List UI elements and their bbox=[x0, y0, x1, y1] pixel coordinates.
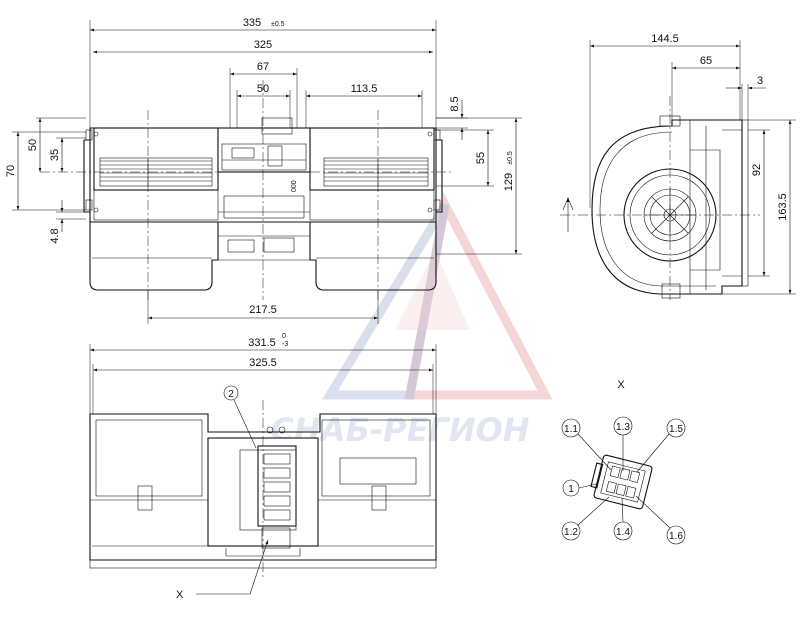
dim-8-5: 8.5 bbox=[449, 96, 461, 111]
pin-callout-1-2: 1.2 bbox=[561, 496, 610, 541]
front-view: 000 bbox=[40, 80, 452, 300]
front-view-dimensions: 335 ±0.5 325 67 50 113.5 8.5 55 1 bbox=[5, 17, 522, 324]
dim-331-5-tol-dn: -3 bbox=[282, 341, 288, 348]
pin-callout-1-5: 1.5 bbox=[636, 418, 686, 473]
dim-113-5: 113.5 bbox=[351, 83, 378, 95]
dim-70: 70 bbox=[5, 165, 17, 177]
connector-detail-x: X 1.1 1.3 1.5 bbox=[561, 379, 686, 545]
svg-text:1.2: 1.2 bbox=[564, 527, 578, 538]
dim-129: 129 bbox=[503, 173, 515, 191]
motor-ribs bbox=[263, 453, 291, 521]
pin-callout-1-3: 1.3 bbox=[613, 416, 633, 471]
pin-callout-1-6: 1.6 bbox=[635, 495, 686, 545]
pin-callout-1-1: 1.1 bbox=[561, 418, 612, 471]
dim-50-left: 50 bbox=[27, 139, 39, 151]
dim-335: 335 bbox=[243, 17, 261, 29]
watermark-logo: СНАБ-РЕГИОН bbox=[270, 191, 553, 449]
dim-3: 3 bbox=[757, 75, 763, 87]
dim-55: 55 bbox=[475, 152, 487, 164]
svg-text:1: 1 bbox=[568, 484, 574, 495]
dim-4-8: 4.8 bbox=[49, 228, 61, 243]
dim-129-tol: ±0.5 bbox=[507, 151, 514, 165]
dim-331-5: 331.5 bbox=[248, 337, 276, 349]
dim-163-5: 163.5 bbox=[777, 193, 789, 221]
view-x-label: X bbox=[176, 589, 184, 601]
dim-50: 50 bbox=[257, 83, 269, 95]
connector-view-title: X bbox=[617, 379, 625, 391]
dim-67: 67 bbox=[257, 61, 269, 73]
dim-325-5: 325.5 bbox=[249, 357, 277, 369]
side-view-dimensions: 144.5 65 3 92 163.5 bbox=[589, 33, 796, 295]
svg-text:1.1: 1.1 bbox=[564, 424, 578, 435]
dim-217-5: 217.5 bbox=[249, 304, 277, 316]
small-code-label: 000 bbox=[291, 180, 298, 192]
dim-35: 35 bbox=[49, 149, 61, 161]
dim-144-5: 144.5 bbox=[651, 33, 679, 45]
dim-65: 65 bbox=[700, 55, 712, 67]
pin-callout-1-4: 1.4 bbox=[613, 497, 633, 541]
svg-text:1.4: 1.4 bbox=[616, 527, 630, 538]
callout-2-label: 2 bbox=[228, 389, 234, 400]
left-housing-slats bbox=[100, 158, 212, 186]
top-view: 2 X bbox=[89, 385, 437, 601]
right-housing-slats bbox=[324, 158, 428, 186]
dim-331-5-tol-up: 0 bbox=[282, 333, 286, 340]
svg-text:1.6: 1.6 bbox=[669, 531, 683, 542]
svg-text:1.3: 1.3 bbox=[616, 422, 630, 433]
svg-text:1.5: 1.5 bbox=[669, 424, 683, 435]
side-view bbox=[560, 96, 760, 300]
dim-92: 92 bbox=[751, 164, 763, 176]
top-view-dimensions: 331.5 0 -3 325.5 bbox=[89, 333, 437, 414]
pin-callout-1: 1 bbox=[562, 479, 597, 497]
dim-325: 325 bbox=[254, 39, 272, 51]
dim-335-tol: ±0.5 bbox=[271, 21, 285, 28]
